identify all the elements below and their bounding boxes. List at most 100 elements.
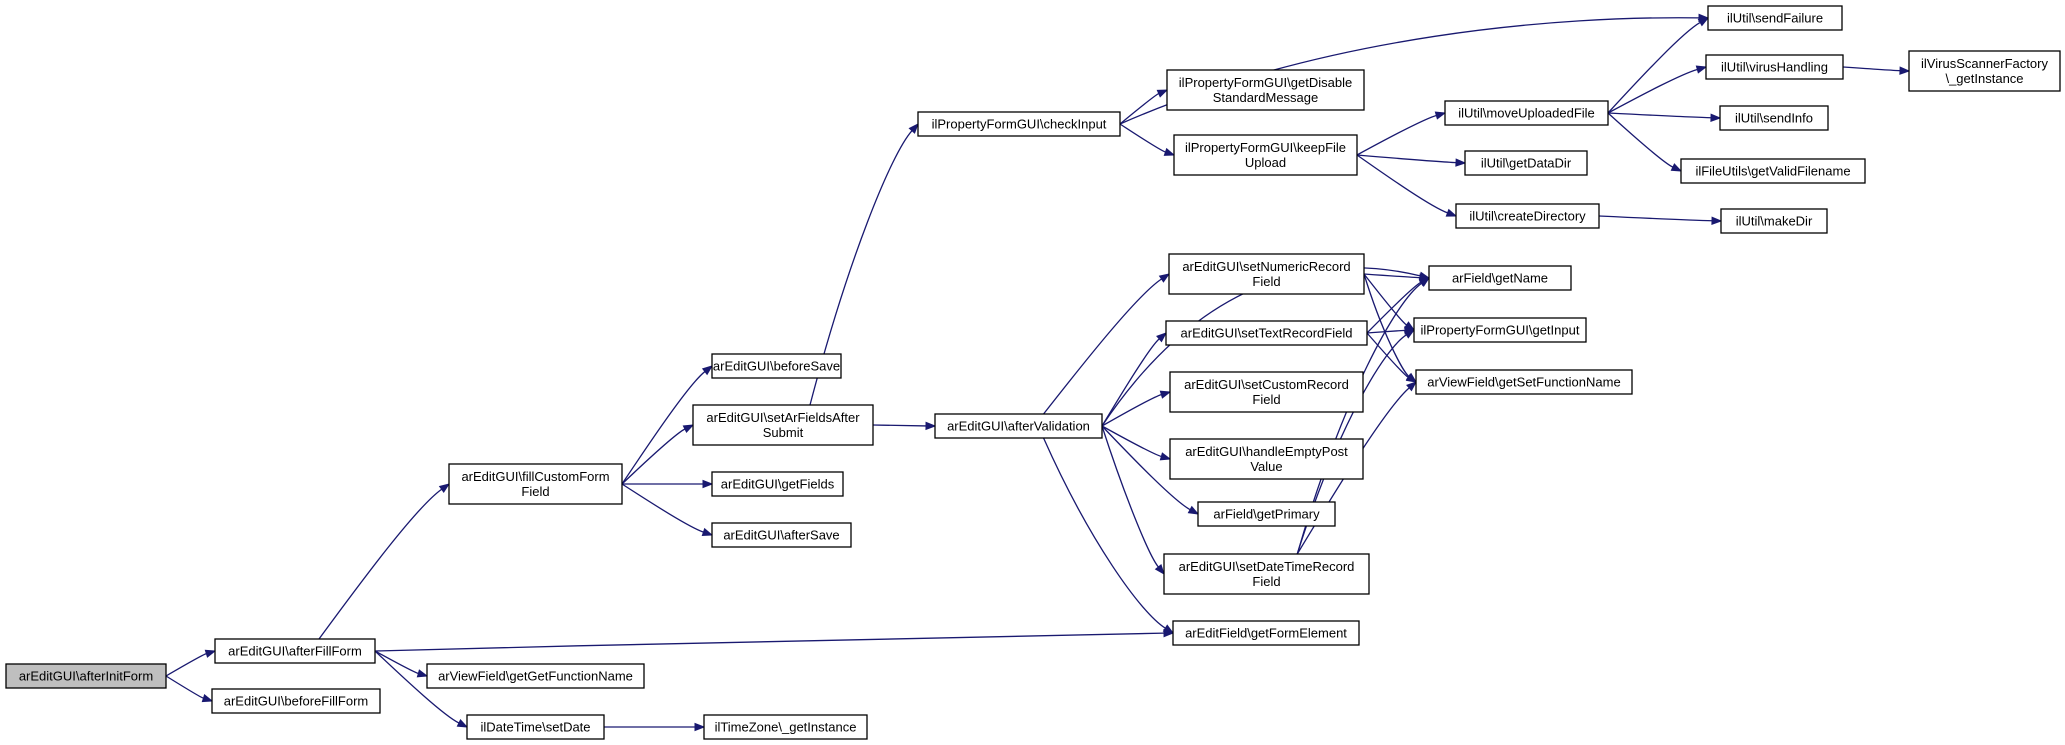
node-makeDir[interactable]: ilUtil\makeDir — [1720, 208, 1828, 234]
node-label: ilTimeZone\_getInstance — [715, 720, 857, 735]
edge-line — [1363, 273, 1410, 377]
node-getDisableStandardMessage[interactable]: ilPropertyFormGUI\getDisableStandardMess… — [1166, 69, 1365, 111]
edge-keepFileUpload-to-moveUploadedFile — [1356, 111, 1447, 156]
arrowhead — [1434, 111, 1447, 120]
edge-fillCustomFormField-to-getFields — [621, 479, 714, 489]
edge-line — [872, 424, 927, 427]
edge-fillCustomFormField-to-afterSave — [621, 483, 714, 536]
node-box — [1166, 69, 1365, 111]
node-afterFillForm[interactable]: arEditGUI\afterFillForm — [214, 638, 376, 664]
node-label: Submit — [763, 425, 804, 440]
edge-line — [1363, 273, 1421, 279]
arrowhead — [1406, 381, 1418, 392]
node-box — [692, 404, 874, 446]
node-getSetFunctionName[interactable]: arViewField\getSetFunctionName — [1415, 369, 1633, 395]
node-label: ilFileUtils\getValidFilename — [1695, 164, 1850, 179]
node-label: ilDateTime\setDate — [480, 720, 590, 735]
edge-line — [374, 650, 460, 724]
edge-line — [1607, 112, 1712, 119]
node-getGetFunctionName[interactable]: arViewField\getGetFunctionName — [426, 663, 645, 689]
node-getInput[interactable]: ilPropertyFormGUI\getInput — [1413, 317, 1587, 343]
edge-afterInitForm-to-afterFillForm — [165, 649, 217, 677]
node-getDataDir[interactable]: ilUtil\getDataDir — [1464, 150, 1588, 176]
node-box — [1415, 369, 1633, 395]
node-box — [1168, 253, 1365, 295]
node-afterSave[interactable]: arEditGUI\afterSave — [711, 522, 852, 548]
node-setTextRecordField[interactable]: arEditGUI\setTextRecordField — [1165, 320, 1368, 346]
arrowhead — [682, 424, 695, 434]
node-vsGetInstance[interactable]: ilVirusScannerFactory\_getInstance — [1908, 50, 2061, 92]
node-label: Upload — [1245, 155, 1286, 170]
node-getFormElement[interactable]: arEditField\getFormElement — [1172, 620, 1360, 646]
edge-line — [621, 371, 706, 485]
arrowhead — [1697, 17, 1710, 27]
node-label: Field — [1252, 574, 1280, 589]
node-label: arField\getPrimary — [1213, 507, 1320, 522]
node-afterInitForm[interactable]: arEditGUI\afterInitForm — [5, 663, 167, 689]
edge-setArFieldsAfterSubmit-to-checkInput — [809, 122, 919, 406]
edge-setNumericRecordField-to-getInput — [1363, 273, 1416, 331]
arrowhead — [1695, 65, 1708, 74]
node-getName[interactable]: arField\getName — [1428, 265, 1572, 291]
arrowhead — [1187, 505, 1200, 515]
edge-line — [1101, 338, 1160, 427]
edge-line — [621, 428, 686, 485]
node-afterValidation[interactable]: arEditGUI\afterValidation — [934, 413, 1103, 439]
node-box — [211, 688, 381, 714]
node-getFields[interactable]: arEditGUI\getFields — [711, 471, 844, 497]
node-box — [1413, 317, 1587, 343]
node-virusHandling[interactable]: ilUtil\virusHandling — [1705, 54, 1844, 80]
arrowhead — [908, 122, 919, 134]
edge-afterValidation-to-handleEmptyPostValue — [1101, 425, 1172, 461]
node-createDirectory[interactable]: ilUtil\createDirectory — [1455, 203, 1600, 229]
node-label: ilPropertyFormGUI\keepFile — [1185, 140, 1346, 155]
node-label: ilUtil\createDirectory — [1469, 209, 1586, 224]
node-checkInput[interactable]: ilPropertyFormGUI\checkInput — [917, 111, 1121, 137]
edge-afterFillForm-to-fillCustomFormField — [318, 483, 451, 640]
arrowhead — [1158, 273, 1171, 283]
node-box — [1173, 134, 1358, 176]
node-label: arField\getName — [1452, 271, 1548, 286]
edge-line — [1366, 281, 1422, 334]
node-label: ilUtil\makeDir — [1736, 214, 1813, 229]
node-sendFailure[interactable]: ilUtil\sendFailure — [1707, 5, 1843, 31]
node-tzGetInstance[interactable]: ilTimeZone\_getInstance — [703, 714, 868, 740]
arrowhead — [1154, 563, 1165, 576]
arrowhead — [1418, 277, 1431, 287]
node-label: arEditGUI\afterSave — [723, 528, 839, 543]
arrowhead — [1445, 208, 1458, 217]
arrowhead — [1159, 390, 1172, 399]
node-sendInfo[interactable]: ilUtil\sendInfo — [1719, 105, 1829, 131]
edge-setArFieldsAfterSubmit-to-afterValidation — [872, 421, 937, 431]
node-getPrimary[interactable]: arField\getPrimary — [1197, 501, 1336, 527]
arrowhead — [1670, 163, 1683, 172]
node-beforeFillForm[interactable]: arEditGUI\beforeFillForm — [211, 688, 381, 714]
node-getValidFilename[interactable]: ilFileUtils\getValidFilename — [1680, 158, 1866, 184]
node-setDate[interactable]: ilDateTime\setDate — [466, 714, 605, 740]
node-label: ilPropertyFormGUI\getInput — [1421, 323, 1580, 338]
edge-afterFillForm-to-getFormElement — [374, 628, 1175, 652]
edge-fillCustomFormField-to-setArFieldsAfterSubmit — [621, 424, 695, 485]
node-label: arEditGUI\beforeSave — [713, 359, 840, 374]
edge-virusHandling-to-vsGetInstance — [1842, 66, 1911, 75]
node-beforeSave[interactable]: arEditGUI\beforeSave — [711, 353, 842, 379]
arrowhead — [701, 527, 714, 536]
node-box — [1172, 620, 1360, 646]
edge-setDate-to-tzGetInstance — [603, 722, 706, 732]
node-box — [711, 522, 852, 548]
edge-line — [374, 650, 419, 675]
edge-checkInput-to-getDisableStandardMessage — [1119, 89, 1169, 125]
node-moveUploadedFile[interactable]: ilUtil\moveUploadedFile — [1444, 100, 1609, 126]
node-label: ilPropertyFormGUI\checkInput — [932, 117, 1107, 132]
node-box — [1680, 158, 1866, 184]
edge-line — [1356, 154, 1448, 214]
edge-line — [1119, 123, 1166, 153]
